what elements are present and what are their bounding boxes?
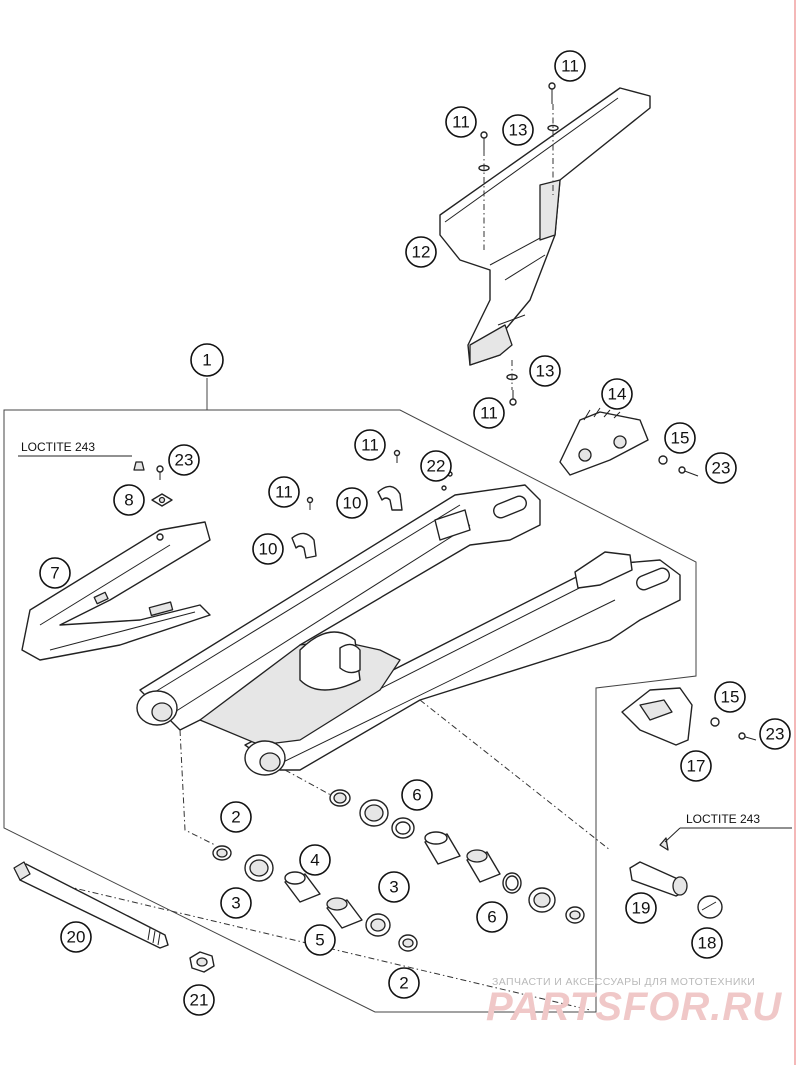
callout-8-label: 8 [124, 491, 133, 510]
callout-23a: 23 [168, 444, 200, 476]
callout-13a: 13 [502, 114, 534, 146]
callout-15b: 15 [714, 681, 746, 713]
callout-15b-label: 15 [721, 688, 740, 707]
callout-11b: 11 [445, 106, 477, 138]
callout-11a-label: 11 [561, 57, 579, 76]
callout-13b-label: 13 [536, 362, 555, 381]
callout-15a-label: 15 [671, 429, 690, 448]
chain-slider-7 [21, 521, 211, 661]
callout-11c-label: 11 [480, 404, 498, 423]
callout-10a: 10 [252, 533, 284, 565]
callout-10b-label: 10 [343, 494, 362, 513]
nut-21 [189, 951, 215, 973]
callout-23b-label: 23 [712, 459, 731, 478]
callout-8: 8 [113, 484, 145, 516]
callout-11c: 11 [473, 397, 505, 429]
callout-20: 20 [60, 921, 92, 953]
callout-3a-label: 3 [231, 894, 240, 913]
callout-11a: 11 [554, 50, 586, 82]
callout-14-label: 14 [608, 385, 627, 404]
callout-3b: 3 [378, 871, 410, 903]
bolt-19 [629, 837, 688, 897]
sprocket-guard-14 [559, 407, 699, 477]
assembly-line-right [284, 769, 341, 801]
callout-11e-label: 11 [275, 483, 293, 502]
loctite-right-label: LOCTITE 243 [686, 812, 760, 826]
callout-2a: 2 [220, 801, 252, 833]
callout-21: 21 [183, 984, 215, 1016]
callout-19: 19 [625, 892, 657, 924]
callout-18: 18 [691, 927, 723, 959]
callout-6a: 6 [401, 779, 433, 811]
callout-5: 5 [304, 924, 336, 956]
swingarm-1 [136, 484, 681, 776]
chain-guide-17 [621, 687, 757, 746]
callout-6b: 6 [476, 901, 508, 933]
callout-23c: 23 [759, 718, 791, 750]
callout-10a-label: 10 [259, 540, 278, 559]
callout-4: 4 [299, 844, 331, 876]
callout-17-label: 17 [687, 757, 706, 776]
loctite-left-label: LOCTITE 243 [21, 440, 95, 454]
callout-20-label: 20 [67, 928, 86, 947]
callout-18-label: 18 [698, 934, 717, 953]
callout-11d-label: 11 [361, 436, 379, 455]
callout-2b: 2 [388, 967, 420, 999]
callout-4-label: 4 [310, 851, 319, 870]
screw-top-1 [478, 82, 559, 406]
assembly-line-19 [419, 699, 611, 851]
callout-22-label: 22 [427, 457, 446, 476]
callout-11d: 11 [354, 429, 386, 461]
callout-11b-label: 11 [452, 113, 470, 132]
callout-23b: 23 [705, 452, 737, 484]
callout-10b: 10 [336, 487, 368, 519]
leader-12 [483, 104, 554, 390]
callout-12-label: 12 [412, 243, 431, 262]
chain-guide-12 [439, 87, 651, 366]
watermark-caption: ЗАПЧАСТИ И АКСЕССУАРЫ ДЛЯ МОТОТЕХНИКИ [492, 976, 755, 988]
cap-18 [697, 895, 723, 919]
assembly-frame [3, 378, 697, 1013]
callout-15a: 15 [664, 422, 696, 454]
callout-14: 14 [601, 378, 633, 410]
assembly-line-left [179, 729, 216, 846]
callout-12: 12 [405, 236, 437, 268]
loctite-right-leader [664, 827, 681, 843]
callout-1-label: 1 [202, 351, 211, 370]
callout-7: 7 [39, 557, 71, 589]
part-8 [133, 461, 173, 507]
callout-23c-label: 23 [766, 725, 785, 744]
callout-5-label: 5 [315, 931, 324, 950]
callout-13b: 13 [529, 355, 561, 387]
callout-2b-label: 2 [399, 974, 408, 993]
callout-1: 1 [190, 343, 224, 377]
callout-3a: 3 [220, 887, 252, 919]
callout-6b-label: 6 [487, 908, 496, 927]
clamp-10-b [377, 485, 403, 511]
callout-13a-label: 13 [509, 121, 528, 140]
callout-3b-label: 3 [389, 878, 398, 897]
watermark-brand: PARTSFOR.RU [486, 985, 782, 1029]
callout-6a-label: 6 [412, 786, 421, 805]
callout-23a-label: 23 [175, 451, 194, 470]
callout-21-label: 21 [190, 991, 209, 1010]
callout-7-label: 7 [50, 564, 59, 583]
callout-22: 22 [420, 450, 452, 482]
callout-11e: 11 [268, 476, 300, 508]
axle-20 [13, 861, 169, 949]
callout-2a-label: 2 [231, 808, 240, 827]
edge-line [794, 0, 796, 1065]
callout-17: 17 [680, 750, 712, 782]
bearing-set [212, 789, 585, 952]
callout-19-label: 19 [632, 899, 651, 918]
clamp-10-a [291, 532, 317, 559]
